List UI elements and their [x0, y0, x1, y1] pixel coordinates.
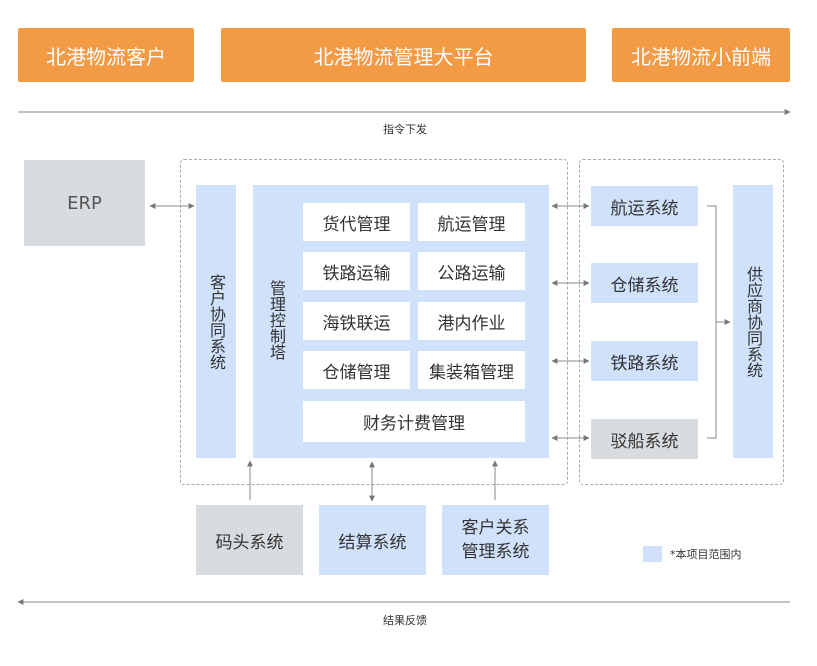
crm-system: 客户关系管理系统 — [442, 505, 549, 575]
customer-system: 客户协同系统 — [196, 185, 236, 458]
flow-top-label: 指令下发 — [383, 123, 427, 136]
supplier-bracket — [707, 205, 717, 439]
header-customer: 北港物流客户 — [18, 28, 194, 82]
supplier-system: 供应商协同系统 — [733, 185, 773, 458]
flow-bottom-label: 结果反馈 — [383, 614, 427, 627]
railway-system: 铁路系统 — [591, 341, 698, 381]
module-box: 铁路运输 — [303, 252, 410, 290]
module-box: 航运管理 — [418, 203, 525, 241]
customer-system-label: 客户协同系统 — [207, 273, 226, 370]
finance-module: 财务计费管理 — [303, 401, 525, 442]
module-box: 仓储管理 — [303, 351, 410, 389]
supplier-group — [579, 159, 784, 485]
supplier-system-label: 供应商协同系统 — [744, 265, 763, 378]
wharf-system: 码头系统 — [196, 505, 303, 575]
module-box: 公路运输 — [418, 252, 525, 290]
shipping-system: 航运系统 — [591, 186, 698, 226]
settlement-system: 结算系统 — [319, 505, 426, 575]
module-box: 集装箱管理 — [418, 351, 525, 389]
module-box: 港内作业 — [418, 302, 525, 340]
control-tower-title-wrap: 管理控制塔 — [256, 190, 296, 450]
header-mini-app: 北港物流小前端 — [612, 28, 790, 82]
control-tower-title: 管理控制塔 — [267, 280, 286, 360]
module-box: 货代管理 — [303, 203, 410, 241]
header-platform: 北港物流管理大平台 — [221, 28, 586, 82]
module-box: 海铁联运 — [303, 302, 410, 340]
erp-box: ERP — [24, 160, 145, 246]
barge-system: 驳船系统 — [591, 419, 698, 459]
legend-label: *本项目范围内 — [670, 548, 742, 561]
warehouse-system: 仓储系统 — [591, 263, 698, 303]
legend-swatch — [643, 546, 662, 562]
